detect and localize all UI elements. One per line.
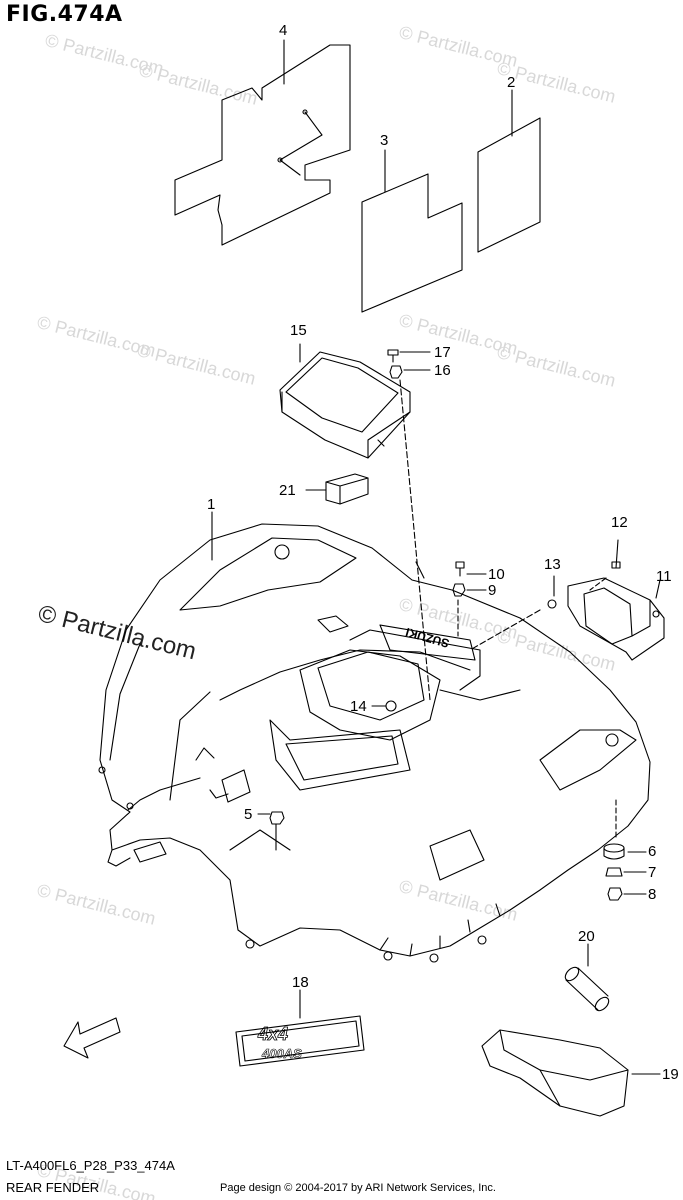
part-11-bracket: [567, 577, 665, 661]
callout-13[interactable]: 13: [544, 556, 561, 573]
part-5-bolt: [269, 811, 285, 851]
part-9-nut: [452, 583, 466, 597]
callout-15[interactable]: 15: [290, 322, 307, 339]
part-2-sheet: [477, 117, 541, 253]
callout-8[interactable]: 8: [648, 886, 657, 903]
part-15-toolbox: [279, 351, 411, 459]
callout-5[interactable]: 5: [244, 806, 253, 823]
part-1-rear-fender: [98, 523, 651, 963]
part-8-bolt: [607, 887, 623, 901]
page-credit: Page design © 2004-2017 by ARI Network S…: [220, 1182, 496, 1194]
callout-18[interactable]: 18: [292, 974, 309, 991]
callout-3[interactable]: 3: [380, 132, 389, 149]
callout-21[interactable]: 21: [279, 482, 296, 499]
callout-2[interactable]: 2: [507, 74, 516, 91]
fender-brand-decal: SUZUKI: [404, 625, 451, 651]
callout-7[interactable]: 7: [648, 864, 657, 881]
emblem-bottom-text: 400AS: [261, 1046, 302, 1061]
part-18-emblem: [235, 1015, 365, 1067]
part-21-block: [325, 473, 369, 505]
callout-6[interactable]: 6: [648, 843, 657, 860]
callout-20[interactable]: 20: [578, 928, 595, 945]
callout-10[interactable]: 10: [488, 566, 505, 583]
callout-9[interactable]: 9: [488, 582, 497, 599]
callout-19[interactable]: 19: [662, 1066, 679, 1083]
part-10-bolt: [455, 561, 465, 577]
part-16-nut: [389, 365, 403, 379]
part-17-bolt: [387, 349, 399, 363]
callout-11[interactable]: 11: [656, 568, 672, 585]
figure-title: FIG.474A: [6, 2, 123, 27]
emblem-top-text: 4x4: [257, 1024, 288, 1044]
part-4-sheet: [174, 44, 351, 246]
part-3-sheet: [361, 173, 463, 313]
callout-17[interactable]: 17: [434, 344, 451, 361]
fwd-arrow-icon: [63, 1017, 121, 1059]
part-13-washer: [547, 599, 557, 609]
part-20-pin: [564, 966, 610, 1012]
part-7-collar: [605, 867, 623, 877]
callout-16[interactable]: 16: [434, 362, 451, 379]
part-6-grommet: [603, 843, 625, 860]
callout-12[interactable]: 12: [611, 514, 628, 531]
diagram-code: LT-A400FL6_P28_P33_474A: [6, 1158, 175, 1173]
callout-4[interactable]: 4: [279, 22, 288, 39]
part-19-seal: [481, 1029, 629, 1117]
callout-1[interactable]: 1: [207, 496, 216, 513]
diagram-name: REAR FENDER: [6, 1180, 100, 1195]
callout-14[interactable]: 14: [350, 698, 367, 715]
part-12-bolt: [611, 539, 621, 569]
